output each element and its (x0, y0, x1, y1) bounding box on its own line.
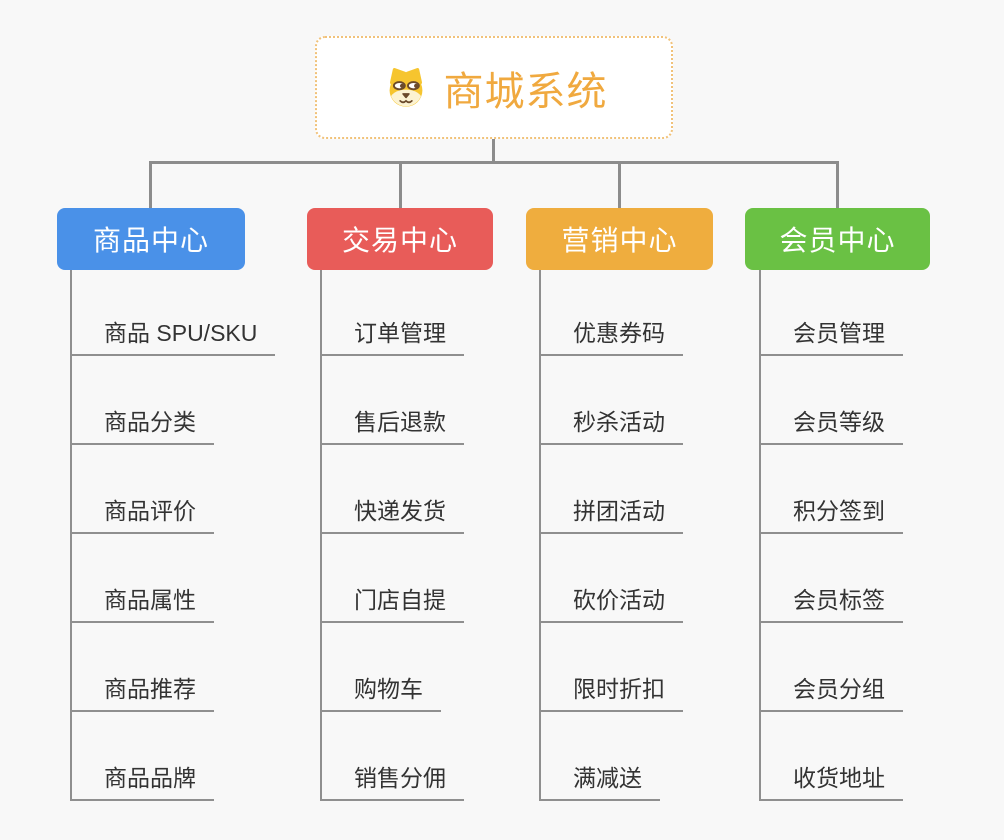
connector-branch-1-stem (149, 161, 152, 208)
leaf-node[interactable]: 快递发货 (320, 496, 464, 534)
leaf-node[interactable]: 商品 SPU/SKU (70, 318, 276, 356)
leaf-node[interactable]: 收货地址 (759, 763, 903, 801)
branch-trunk-marketing (539, 270, 541, 801)
leaf-node[interactable]: 砍价活动 (539, 585, 683, 623)
leaf-node[interactable]: 门店自提 (320, 585, 464, 623)
branch-trunk-product (70, 270, 72, 801)
branch-label: 交易中心 (341, 225, 458, 256)
leaf-node[interactable]: 商品评价 (70, 496, 214, 534)
connector-branch-4-stem (836, 161, 839, 208)
dog-face-icon (389, 67, 422, 107)
branch-trunk-member (759, 270, 761, 801)
leaf-node[interactable]: 拼团活动 (539, 496, 683, 534)
branch-node-trade-center[interactable]: 交易中心 (307, 208, 493, 270)
leaf-node[interactable]: 限时折扣 (539, 674, 683, 712)
leaf-node[interactable]: 商品品牌 (70, 763, 214, 801)
root-node[interactable]: 商城系统 (315, 36, 673, 139)
leaf-node[interactable]: 满减送 (539, 763, 660, 801)
leaf-node[interactable]: 会员等级 (759, 407, 903, 445)
branch-node-member-center[interactable]: 会员中心 (745, 208, 930, 270)
leaf-node[interactable]: 会员标签 (759, 585, 903, 623)
leaf-node[interactable]: 购物车 (320, 674, 441, 712)
leaf-node[interactable]: 积分签到 (759, 496, 903, 534)
branch-label: 营销中心 (561, 225, 678, 256)
branch-node-product-center[interactable]: 商品中心 (57, 208, 245, 270)
connector-root-stem (492, 139, 495, 164)
leaf-node[interactable]: 商品分类 (70, 407, 214, 445)
branch-node-marketing-center[interactable]: 营销中心 (526, 208, 713, 270)
leaf-node[interactable]: 售后退款 (320, 407, 464, 445)
leaf-node[interactable]: 会员管理 (759, 318, 903, 356)
leaf-node[interactable]: 秒杀活动 (539, 407, 683, 445)
root-title: 商城系统 (443, 69, 608, 114)
leaf-node[interactable]: 优惠券码 (539, 318, 683, 356)
leaf-node[interactable]: 订单管理 (320, 318, 464, 356)
branch-label: 商品中心 (92, 225, 209, 256)
connector-branch-2-stem (399, 161, 402, 208)
leaf-node[interactable]: 会员分组 (759, 674, 903, 712)
branch-trunk-trade (320, 270, 322, 801)
connector-rail (149, 161, 839, 164)
leaf-node[interactable]: 销售分佣 (320, 763, 464, 801)
connector-branch-3-stem (618, 161, 621, 208)
leaf-node[interactable]: 商品属性 (70, 585, 214, 623)
leaf-node[interactable]: 商品推荐 (70, 674, 214, 712)
branch-label: 会员中心 (779, 225, 896, 256)
